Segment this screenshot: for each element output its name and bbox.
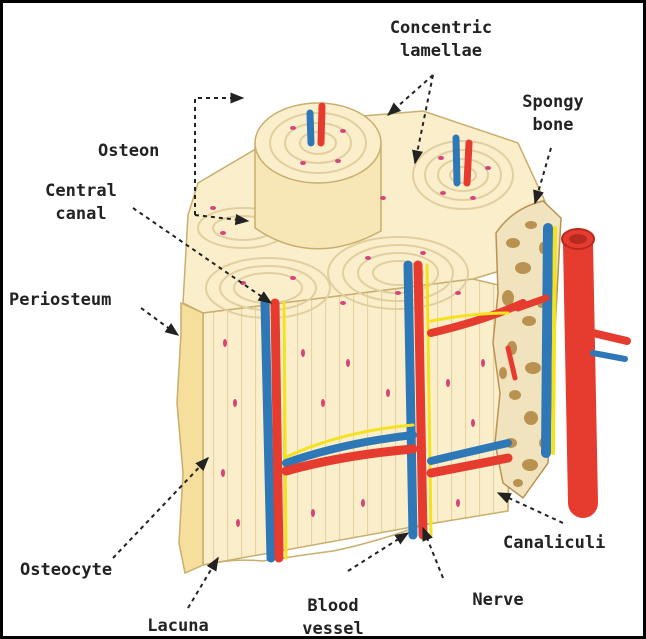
svg-text:canal: canal	[55, 204, 106, 224]
svg-text:Spongy: Spongy	[522, 92, 583, 112]
bone-diagram: Concentric lamellae Osteon Spongy bone C…	[3, 3, 646, 639]
label-concentric-lamellae: Concentric lamellae	[390, 18, 492, 61]
svg-text:lamellae: lamellae	[400, 41, 482, 61]
svg-text:Central: Central	[45, 181, 117, 201]
label-canaliculi: Canaliculi	[503, 533, 605, 553]
label-osteon: Osteon	[98, 141, 159, 161]
label-blood-vessel: Blood vessel	[302, 596, 363, 639]
svg-text:Blood: Blood	[307, 596, 358, 616]
label-central-canal: Central canal	[45, 181, 117, 224]
osteon-cylinder	[255, 103, 381, 249]
label-osteocyte: Osteocyte	[20, 560, 112, 580]
label-lacuna: Lacuna	[147, 616, 208, 636]
label-nerve: Nerve	[472, 590, 523, 610]
svg-text:Concentric: Concentric	[390, 18, 492, 38]
label-periosteum: Periosteum	[9, 290, 111, 310]
svg-text:bone: bone	[533, 115, 574, 135]
label-spongy-bone: Spongy bone	[522, 92, 583, 135]
periosteum-layer	[177, 303, 203, 573]
svg-text:vessel: vessel	[302, 619, 363, 639]
